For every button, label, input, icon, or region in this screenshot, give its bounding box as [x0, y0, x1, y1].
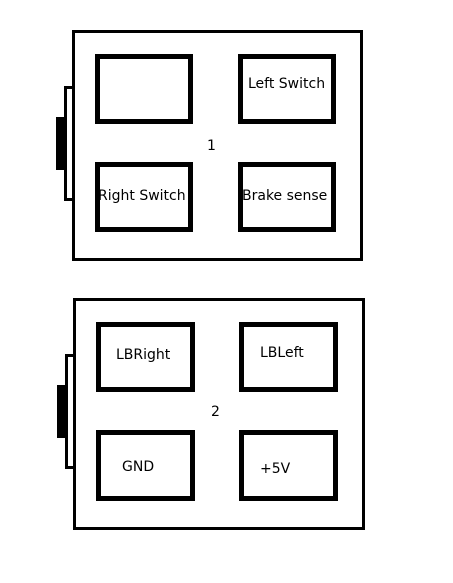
connector-1-latch [56, 117, 66, 170]
connector-1-pin-1 [95, 54, 193, 124]
connector-2-pin-1-label: LBRight [116, 347, 171, 363]
connector-2-pin-3 [96, 430, 195, 501]
connector-1-pin-2-label: Left Switch [248, 76, 326, 92]
connector-1-pin-4 [238, 162, 336, 232]
connector-1-pin-3-label: Right Switch [98, 188, 186, 204]
connector-1-pin-2 [238, 54, 336, 124]
connector-2-pin-2-label: LBLeft [260, 345, 304, 361]
connector-2-pin-2 [239, 322, 338, 392]
connector-2-pin-1 [96, 322, 195, 392]
connector-2-pin-4 [239, 430, 338, 501]
connector-2-latch [57, 385, 67, 438]
connector-2-number: 2 [211, 404, 220, 420]
connector-2-pin-4-label: +5V [260, 461, 291, 477]
connector-1-pin-3 [95, 162, 193, 232]
connector-1-number: 1 [207, 138, 216, 154]
connector-2-pin-3-label: GND [122, 459, 155, 475]
connector-1-pin-4-label: Brake sense [242, 188, 328, 204]
